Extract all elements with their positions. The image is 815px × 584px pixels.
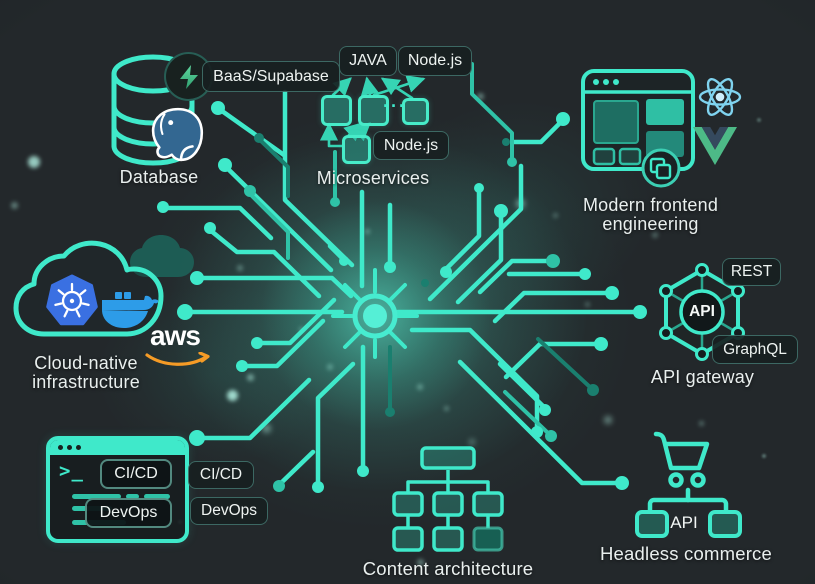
database-label: Database <box>119 167 199 187</box>
headless-commerce-label: Headless commerce <box>599 543 772 564</box>
frontend-label-line2: engineering <box>602 214 699 234</box>
cicd-pill-inner-label: CI/CD <box>114 465 158 482</box>
cloud-label: Cloud-native infrastructure <box>0 354 172 392</box>
api-hexagon-label: API <box>689 303 715 320</box>
microservice-box <box>342 135 371 164</box>
devops-pill-outer: DevOps <box>190 497 268 525</box>
cicd-pill-outer: CI/CD <box>188 461 254 489</box>
commerce-api-label: API <box>670 513 698 532</box>
devops-pill-inner-label: DevOps <box>99 504 158 521</box>
code-line <box>72 494 121 499</box>
browser-window-icon <box>581 69 695 171</box>
microservice-box <box>402 98 429 125</box>
small-cloud-icon <box>130 235 194 277</box>
baas-supabase-pill: BaaS/Supabase <box>202 61 340 92</box>
microservice-box <box>321 95 352 126</box>
cicd-pill-inner: CI/CD <box>100 459 172 489</box>
microservices-label: Microservices <box>316 168 430 188</box>
code-line <box>144 494 170 499</box>
frontend-label: Modern frontend engineering <box>573 196 728 234</box>
sitemap-icon <box>392 446 504 552</box>
nodejs-pill-bottom-label: Node.js <box>383 136 439 154</box>
kubernetes-icon <box>46 274 98 326</box>
nodejs-pill-top: Node.js <box>398 46 472 76</box>
react-icon <box>698 78 742 116</box>
terminal-prompt: >_ <box>59 460 84 482</box>
java-pill-label: JAVA <box>349 52 387 69</box>
terminal-titlebar <box>50 440 185 455</box>
central-hub-icon <box>352 293 398 339</box>
api-hexagon-icon <box>659 263 745 361</box>
window-dot-icon <box>58 445 63 450</box>
cicd-pill-outer-label: CI/CD <box>199 466 243 483</box>
api-gateway-label: API gateway <box>650 367 755 387</box>
devops-pill-inner: DevOps <box>85 498 172 528</box>
baas-supabase-pill-label: BaaS/Supabase <box>213 67 329 85</box>
aws-logo-text: aws <box>150 320 201 351</box>
nodejs-pill-bottom: Node.js <box>373 131 449 160</box>
cart-icon <box>635 431 742 538</box>
window-dot-icon <box>76 445 81 450</box>
content-architecture-label: Content architecture <box>362 558 534 579</box>
frontend-label-line1: Modern frontend <box>582 195 719 215</box>
java-pill: JAVA <box>339 46 397 76</box>
devops-pill-outer-label: DevOps <box>201 502 257 519</box>
layers-badge-icon <box>641 148 681 188</box>
docker-icon <box>102 292 158 328</box>
graphql-pill: GraphQL <box>712 335 798 364</box>
nodejs-pill-top-label: Node.js <box>407 52 463 69</box>
graphql-pill-label: GraphQL <box>723 340 787 358</box>
vue-icon <box>693 127 737 165</box>
rest-pill-label: REST <box>730 263 773 280</box>
cloud-label-line1: Cloud-native <box>34 353 138 373</box>
aws-smile-icon <box>145 352 210 366</box>
microservice-box <box>358 95 389 126</box>
cloud-label-line2: infrastructure <box>32 372 140 392</box>
postgresql-icon <box>151 107 204 162</box>
code-line <box>126 494 139 499</box>
ellipsis-dots: ··· <box>383 96 407 116</box>
window-dot-icon <box>67 445 72 450</box>
rest-pill: REST <box>722 258 781 286</box>
